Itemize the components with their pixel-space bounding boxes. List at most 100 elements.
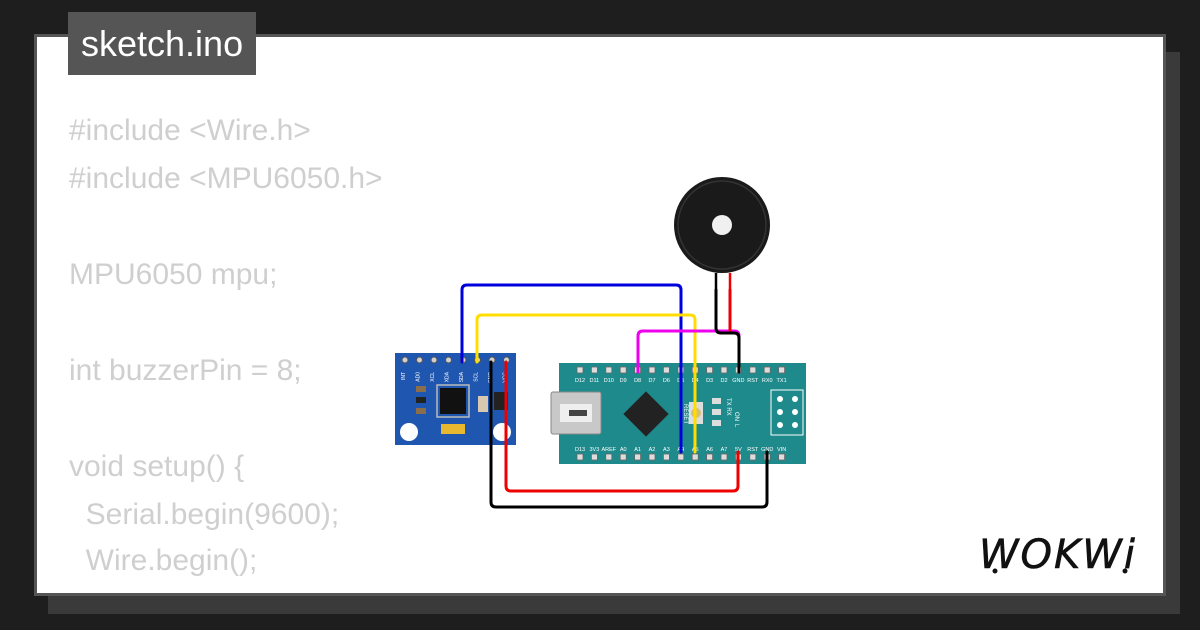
code-preview: #include <Wire.h> #include <MPU6050.h> M… <box>69 107 383 593</box>
code-line: MPU6050 mpu; <box>69 258 278 291</box>
wire-gnd-mpu[interactable] <box>489 360 769 509</box>
nano-pin-3v3[interactable] <box>591 453 598 461</box>
logo-dot <box>1122 568 1128 574</box>
nano-pin-label: A0 <box>620 447 627 453</box>
on-label: ON <box>733 412 739 421</box>
code-line: Serial.begin(9600); <box>69 498 340 531</box>
nano-pin-a4[interactable] <box>677 453 685 461</box>
code-line: void setup() { <box>69 450 245 483</box>
icsp-pins <box>777 396 798 428</box>
nano-pin-rst[interactable] <box>749 453 757 461</box>
code-line: int buzzerPin = 8; <box>69 354 302 387</box>
nano-pin-d2[interactable] <box>720 366 728 374</box>
nano-pin-label: 3V3 <box>590 447 600 453</box>
mount-hole <box>400 423 418 441</box>
nano-pin-label: GND <box>761 447 773 453</box>
buzzer[interactable] <box>674 177 770 290</box>
file-tab[interactable]: sketch.ino <box>68 12 257 75</box>
nano-pin-label: RX0 <box>762 378 773 384</box>
nano-pin-label: GND <box>732 378 744 384</box>
txrx-label: TX RX <box>725 398 731 416</box>
nano-pin-label: A6 <box>706 447 713 453</box>
nano-pin-label: D9 <box>620 378 627 384</box>
mpu-pin-int[interactable] <box>401 356 409 364</box>
mpu-pin-label: SDA <box>459 371 465 382</box>
wire-sda[interactable] <box>460 283 683 454</box>
buzzer-hole <box>712 215 732 235</box>
nano-pin-d6[interactable] <box>663 366 670 374</box>
wire-scl[interactable] <box>475 313 697 454</box>
smd-part <box>416 386 426 392</box>
mpu-pin-label: XCL <box>430 372 436 382</box>
nano-pin-a1[interactable] <box>634 453 641 461</box>
wokwi-logo: WOKWi <box>979 532 1137 578</box>
nano-pin-a6[interactable] <box>706 453 713 461</box>
mpu-pin-xcl[interactable] <box>430 356 438 364</box>
smd-part <box>416 408 426 414</box>
nano-pin-aref[interactable] <box>605 453 613 461</box>
nano-pin-d10[interactable] <box>605 366 613 374</box>
nano-pin-rx0[interactable] <box>763 366 771 374</box>
nano-pin-label: A7 <box>721 447 728 453</box>
icsp-header <box>770 389 804 436</box>
mount-hole <box>493 423 511 441</box>
wire-buzzer-gnd[interactable] <box>714 288 741 374</box>
wokwi-logo-text: WOKWi <box>979 532 1137 578</box>
mpu-pin-xda[interactable] <box>445 356 452 364</box>
nano-pin-d12[interactable] <box>576 366 584 374</box>
nano-pin-label: AREF <box>601 447 616 453</box>
nano-pin-rst[interactable] <box>749 366 757 374</box>
logo-dot <box>992 568 998 574</box>
code-line: mpu.initialize(); <box>69 583 383 593</box>
l-label: L <box>733 424 739 428</box>
nano-pin-label: TX1 <box>777 378 787 384</box>
mpu-pin-label: INT <box>401 372 407 380</box>
mpu-pin-label: SCL <box>474 372 480 382</box>
led <box>712 420 721 426</box>
nano-pin-d7[interactable] <box>648 366 656 374</box>
nano-pin-label: A2 <box>649 447 656 453</box>
nano-pin-label: D3 <box>706 378 713 384</box>
nano-pin-d3[interactable] <box>706 366 713 374</box>
nano-pin-a5[interactable] <box>691 453 699 461</box>
nano-pin-d9[interactable] <box>619 366 627 374</box>
nano-pin-label: D8 <box>634 378 641 384</box>
smd-part <box>416 397 426 403</box>
nano-pin-label: D2 <box>720 378 727 384</box>
code-line: #include <MPU6050.h> <box>69 162 383 195</box>
nano-pin-a7[interactable] <box>720 453 728 461</box>
reset-label: RESET <box>682 404 688 424</box>
usb-port-inner <box>569 410 587 416</box>
wire-vcc[interactable] <box>504 360 740 493</box>
nano-pin-label: 5V <box>735 447 742 453</box>
nano-pin-label: VIN <box>777 447 786 453</box>
nano-pin-label: D7 <box>648 378 655 384</box>
mpu-chip-outline <box>436 384 470 418</box>
nano-pin-label: D10 <box>604 378 614 384</box>
code-line: Wire.begin(); <box>69 544 258 577</box>
nano-pin-label: A1 <box>634 447 641 453</box>
mpu-chip <box>440 388 466 414</box>
nano-pin-label: A3 <box>663 447 670 453</box>
mpu-pin-ad0[interactable] <box>416 356 423 364</box>
nano-pin-d13[interactable] <box>576 453 584 461</box>
nano-pin-tx1[interactable] <box>778 366 785 374</box>
nano-pin-a3[interactable] <box>663 453 670 461</box>
nano-pin-label: D12 <box>575 378 585 384</box>
nano-pin-label: RST <box>747 447 759 453</box>
smd-part <box>478 396 488 412</box>
led <box>712 409 721 415</box>
nano-pin-label: D11 <box>590 378 600 384</box>
nano-pin-a0[interactable] <box>619 453 627 461</box>
led <box>712 398 721 404</box>
nano-pin-d11[interactable] <box>591 366 598 374</box>
nano-pin-label: RST <box>747 378 759 384</box>
nano-pin-a2[interactable] <box>648 453 656 461</box>
buzzer-ring <box>677 180 767 270</box>
nano-pin-label: D6 <box>663 378 670 384</box>
nano-pin-vin[interactable] <box>778 453 785 461</box>
mpu-pin-label: XDA <box>445 371 451 382</box>
